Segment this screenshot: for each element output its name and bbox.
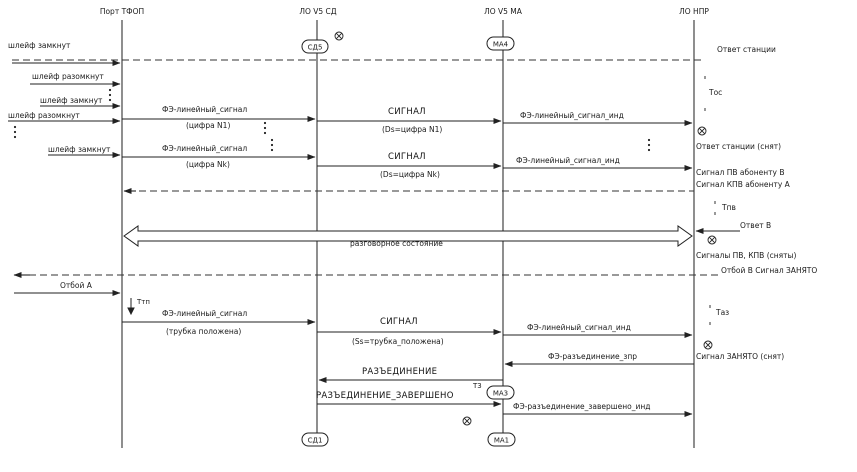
node-ma4: МА4 <box>493 41 509 49</box>
msg-disconnect-complete-ind: ФЭ-разъединение_завершено_инд <box>513 402 650 411</box>
msg-digit-n1: (цифра N1) <box>186 121 230 130</box>
header-lo-v5-sd: ЛО V5 СД <box>299 7 336 16</box>
msg-line-signal-2: ФЭ-линейный_сигнал <box>162 144 247 153</box>
timer-stop-icon-5 <box>462 416 472 426</box>
timer-stop-icon-1 <box>334 31 344 41</box>
msg-line-signal-3: ФЭ-линейный_сигнал <box>162 309 247 318</box>
right-label-station-answer: Ответ станции <box>717 45 776 54</box>
header-lo-npr: ЛО НПР <box>679 7 709 16</box>
right-label-station-answer-removed: Ответ станции (снят) <box>696 142 781 151</box>
timer-t3-label: Т3 <box>472 382 482 390</box>
node-ma1: МА1 <box>494 437 509 445</box>
msg-signal-2: СИГНАЛ <box>388 152 426 162</box>
msg-line-signal-1: ФЭ-линейный_сигнал <box>162 105 247 114</box>
timer-stop-icon-3 <box>707 235 717 245</box>
right-label-tpv: Тпв <box>721 203 736 212</box>
node-ma3: МА3 <box>493 390 508 398</box>
node-sd1: СД1 <box>308 437 323 445</box>
right-label-answer-b: Ответ В <box>740 221 771 230</box>
header-tfop-port: Порт ТФОП <box>100 7 144 16</box>
ellipsis-dots-right-1 <box>647 138 651 152</box>
msg-line-signal-ind-3: ФЭ-линейный_сигнал_инд <box>527 323 631 332</box>
header-lo-v5-ma: ЛО V5 МА <box>484 7 523 16</box>
msg-ds-nk: (Ds=цифра Nk) <box>380 170 440 179</box>
ellipsis-dots-left-2 <box>13 125 17 139</box>
conversation-state-arrow <box>123 225 693 247</box>
msg-disconnect-complete: РАЗЪЕДИНЕНИЕ_ЗАВЕРШЕНО <box>316 391 454 401</box>
timer-stop-icon-2 <box>697 126 707 136</box>
msg-signal-3: СИГНАЛ <box>380 317 418 327</box>
left-label-loop-closed-3: шлейф замкнут <box>48 145 111 154</box>
timer-stop-icon-4 <box>703 340 713 350</box>
node-ma3-box <box>486 385 515 400</box>
timer-ttp-mark <box>127 298 135 316</box>
msg-digit-nk: (цифра Nk) <box>186 160 230 169</box>
node-sd5-box <box>301 39 329 54</box>
msg-handset-on-hook: (трубка положена) <box>166 327 241 336</box>
timer-ttp-label: Ттп <box>136 298 150 306</box>
left-label-release-a: Отбой А <box>60 281 93 290</box>
left-label-loop-closed-1: шлейф замкнут <box>8 41 71 50</box>
ellipsis-dots-mid-2 <box>270 138 274 152</box>
node-sd1-box <box>301 432 329 447</box>
right-label-tos: Тос <box>708 88 722 97</box>
left-label-loop-open-1: шлейф разомкнут <box>32 72 104 81</box>
msg-disconnect: РАЗЪЕДИНЕНИЕ <box>362 367 437 377</box>
left-label-loop-closed-2: шлейф замкнут <box>40 96 103 105</box>
right-label-pv-signal-b: Сигнал ПВ абоненту В <box>696 168 784 177</box>
msg-ds-n1: (Ds=цифра N1) <box>382 125 442 134</box>
right-label-signals-removed: Сигналы ПВ, КПВ (сняты) <box>696 251 796 260</box>
conversation-state-label: разговорное состояние <box>350 239 443 248</box>
msg-ss-handset: (Ss=трубка_положена) <box>352 337 444 346</box>
node-sd5: СД5 <box>308 44 323 52</box>
msg-line-signal-ind-2: ФЭ-линейный_сигнал_инд <box>516 156 620 165</box>
node-ma1-box <box>487 432 516 447</box>
msg-line-signal-ind-1: ФЭ-линейный_сигнал_инд <box>520 111 624 120</box>
msg-disconnect-req: ФЭ-разъединение_зпр <box>548 352 637 361</box>
right-label-release-b-busy: Отбой В Сигнал ЗАНЯТО <box>721 266 817 275</box>
msg-signal-1: СИГНАЛ <box>388 107 426 117</box>
right-label-kpv-signal-a: Сигнал КПВ абоненту А <box>696 180 791 189</box>
right-label-taz: Таз <box>715 308 729 317</box>
ellipsis-dots-left-1 <box>108 88 112 102</box>
right-label-busy-removed: Сигнал ЗАНЯТО (снят) <box>696 352 784 361</box>
node-ma4-box <box>486 36 515 51</box>
ellipsis-dots-mid-1 <box>263 121 267 135</box>
left-label-loop-open-2: шлейф разомкнут <box>8 111 80 120</box>
